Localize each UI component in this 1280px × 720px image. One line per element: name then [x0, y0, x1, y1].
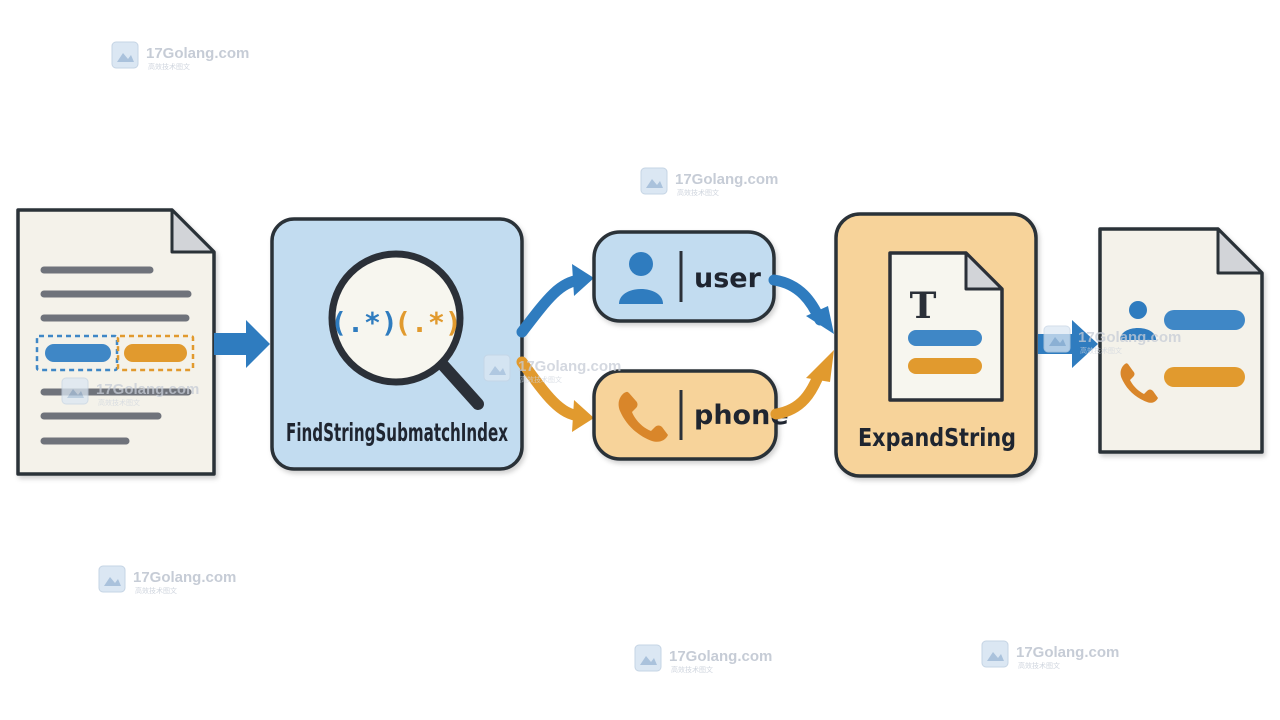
svg-text:高效技术图文: 高效技术图文	[135, 586, 177, 595]
match-highlight-orange	[116, 334, 195, 372]
find-submatch-label: FindStringSubmatchIndex	[286, 418, 508, 447]
output-user-value	[1164, 310, 1245, 330]
watermark: 17Golang.com 高效技术图文	[1043, 325, 1181, 355]
svg-text:17Golang.com: 17Golang.com	[669, 648, 772, 665]
expand-string-label: ExpandString	[858, 423, 1016, 452]
regex-group-2: (.*)	[394, 306, 461, 339]
magnifier-icon	[328, 250, 484, 410]
svg-text:高效技术图文: 高效技术图文	[148, 62, 190, 71]
user-icon	[619, 252, 663, 304]
svg-text:高效技术图文: 高效技术图文	[520, 375, 562, 384]
svg-text:高效技术图文: 高效技术图文	[98, 398, 140, 407]
svg-text:17Golang.com: 17Golang.com	[133, 569, 236, 586]
user-label: user	[694, 263, 762, 294]
svg-text:高效技术图文: 高效技术图文	[677, 188, 719, 197]
regex-group-1: (.*)	[330, 306, 397, 339]
arrow-icon	[214, 320, 270, 368]
output-user-icon	[1120, 301, 1156, 340]
svg-text:17Golang.com: 17Golang.com	[146, 45, 249, 62]
output-phone-value	[1164, 367, 1245, 387]
phone-icon	[618, 391, 668, 442]
arrow-to-phone	[516, 356, 594, 432]
output-phone-icon	[1120, 363, 1158, 403]
svg-text:17Golang.com: 17Golang.com	[518, 358, 621, 375]
arrow-to-user	[516, 264, 594, 338]
svg-text:高效技术图文: 高效技术图文	[671, 665, 713, 674]
watermark: 17Golang.com 高效技术图文	[61, 377, 199, 407]
svg-text:17Golang.com: 17Golang.com	[1016, 644, 1119, 661]
svg-text:高效技术图文: 高效技术图文	[1018, 661, 1060, 670]
arrow-user-to-expand	[768, 274, 834, 334]
arrow-phone-to-expand	[770, 350, 834, 420]
watermark: 17Golang.com 高效技术图文	[981, 640, 1119, 670]
svg-text:17Golang.com: 17Golang.com	[675, 171, 778, 188]
watermark: 17Golang.com 高效技术图文	[634, 644, 772, 674]
watermark: 17Golang.com 高效技术图文	[98, 565, 236, 595]
svg-text:17Golang.com: 17Golang.com	[96, 381, 199, 398]
template-glyph: T	[910, 285, 937, 327]
watermark: 17Golang.com 高效技术图文	[640, 167, 778, 197]
watermark: 17Golang.com 高效技术图文	[483, 354, 621, 384]
watermark: 17Golang.com 高效技术图文	[111, 41, 249, 71]
svg-text:高效技术图文: 高效技术图文	[1080, 346, 1122, 355]
watermark-layer: 17Golang.com 高效技术图文 17Golang.com 高效技术图文 …	[98, 41, 1119, 674]
document-text-lines	[40, 266, 192, 445]
template-icon: T	[888, 251, 1004, 402]
match-highlight-blue	[35, 334, 119, 372]
svg-text:17Golang.com: 17Golang.com	[1078, 329, 1181, 346]
